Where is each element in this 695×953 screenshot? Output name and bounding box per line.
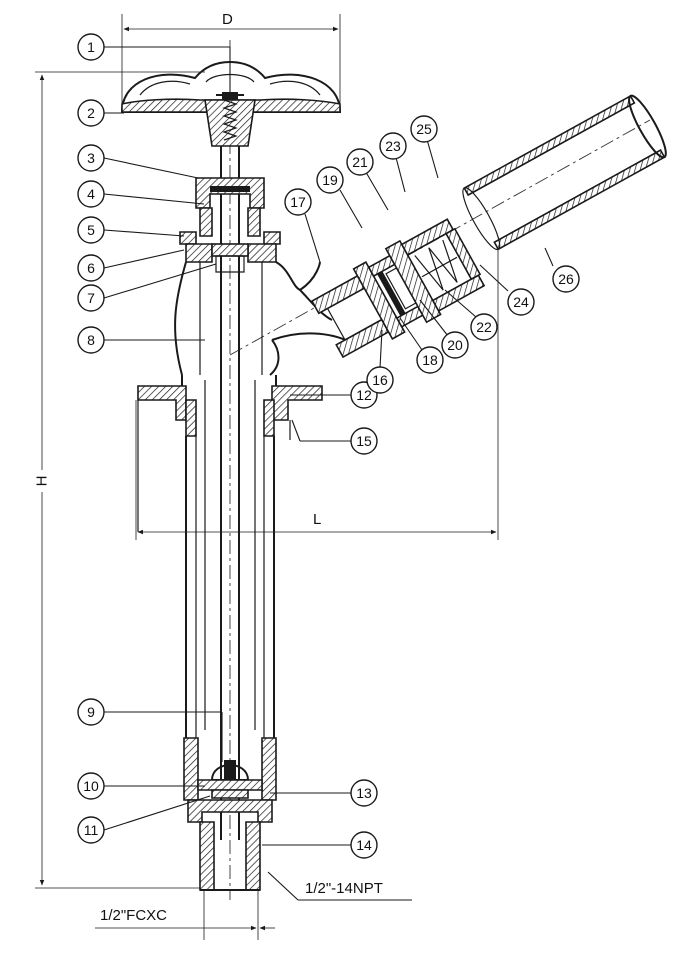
callout-19: 19 bbox=[316, 166, 344, 194]
callout-10: 10 bbox=[77, 772, 105, 800]
svg-text:14: 14 bbox=[356, 837, 372, 853]
callout-5: 5 bbox=[77, 216, 105, 244]
seat-assembly bbox=[183, 737, 277, 891]
callout-7: 7 bbox=[77, 284, 105, 312]
callout-15: 15 bbox=[350, 427, 378, 455]
svg-text:23: 23 bbox=[385, 138, 401, 154]
handwheel bbox=[120, 60, 342, 147]
callout-1: 1 bbox=[77, 33, 105, 61]
dimension-d-label: D bbox=[222, 11, 233, 28]
svg-text:18: 18 bbox=[422, 352, 438, 368]
svg-text:2: 2 bbox=[87, 105, 95, 121]
svg-text:1: 1 bbox=[87, 39, 95, 55]
inlet-label: 1/2"FCXC bbox=[100, 907, 167, 924]
dimension-l: L bbox=[135, 250, 499, 540]
callout-20: 20 bbox=[441, 331, 469, 359]
callout-16: 16 bbox=[366, 366, 394, 394]
svg-text:3: 3 bbox=[87, 150, 95, 166]
dimension-h-label: H bbox=[34, 476, 51, 487]
callout-25: 25 bbox=[410, 115, 438, 143]
callout-18: 18 bbox=[416, 346, 444, 374]
svg-text:16: 16 bbox=[372, 372, 388, 388]
svg-text:12: 12 bbox=[356, 387, 372, 403]
outlet-assembly bbox=[310, 218, 486, 359]
dimension-inlet: 1/2"FCXC bbox=[95, 890, 275, 940]
hose-pipe bbox=[462, 94, 667, 251]
svg-text:10: 10 bbox=[83, 778, 99, 794]
outlet-centerline bbox=[229, 119, 651, 356]
long-pipe bbox=[185, 380, 275, 738]
dimension-l-label: L bbox=[313, 511, 321, 528]
svg-text:8: 8 bbox=[87, 332, 95, 348]
svg-text:20: 20 bbox=[447, 337, 463, 353]
svg-text:4: 4 bbox=[87, 186, 95, 202]
callout-14: 14 bbox=[350, 831, 378, 859]
callout-6: 6 bbox=[77, 254, 105, 282]
svg-text:5: 5 bbox=[87, 222, 95, 238]
svg-text:11: 11 bbox=[84, 822, 99, 838]
svg-text:6: 6 bbox=[87, 260, 95, 276]
callout-8: 8 bbox=[77, 326, 105, 354]
dimension-h: H bbox=[30, 71, 205, 889]
callout-2: 2 bbox=[77, 99, 105, 127]
thread-label: 1/2"-14NPT bbox=[305, 880, 383, 897]
callout-22: 22 bbox=[470, 313, 498, 341]
svg-text:25: 25 bbox=[416, 121, 432, 137]
callout-9: 9 bbox=[77, 698, 105, 726]
svg-text:9: 9 bbox=[87, 704, 95, 720]
callout-13: 13 bbox=[350, 779, 378, 807]
svg-text:7: 7 bbox=[87, 290, 95, 306]
callout-3: 3 bbox=[77, 144, 105, 172]
callout-4: 4 bbox=[77, 180, 105, 208]
dimension-d: D bbox=[121, 11, 341, 110]
callout-11: 11 bbox=[77, 816, 105, 844]
callout-24: 24 bbox=[507, 288, 535, 316]
svg-text:21: 21 bbox=[352, 154, 368, 170]
callout-23: 23 bbox=[379, 132, 407, 160]
svg-text:17: 17 bbox=[290, 194, 306, 210]
callout-17: 17 bbox=[284, 188, 312, 216]
svg-text:13: 13 bbox=[356, 785, 372, 801]
stem bbox=[220, 146, 240, 840]
thread-callout: 1/2"-14NPT bbox=[267, 871, 412, 901]
valve-body bbox=[174, 261, 351, 376]
packing-nut bbox=[195, 177, 265, 237]
callout-26: 26 bbox=[552, 265, 580, 293]
svg-text:19: 19 bbox=[322, 172, 338, 188]
svg-text:26: 26 bbox=[558, 271, 574, 287]
svg-text:24: 24 bbox=[513, 294, 529, 310]
svg-text:22: 22 bbox=[476, 319, 492, 335]
callout-21: 21 bbox=[346, 148, 374, 176]
svg-text:15: 15 bbox=[356, 433, 372, 449]
